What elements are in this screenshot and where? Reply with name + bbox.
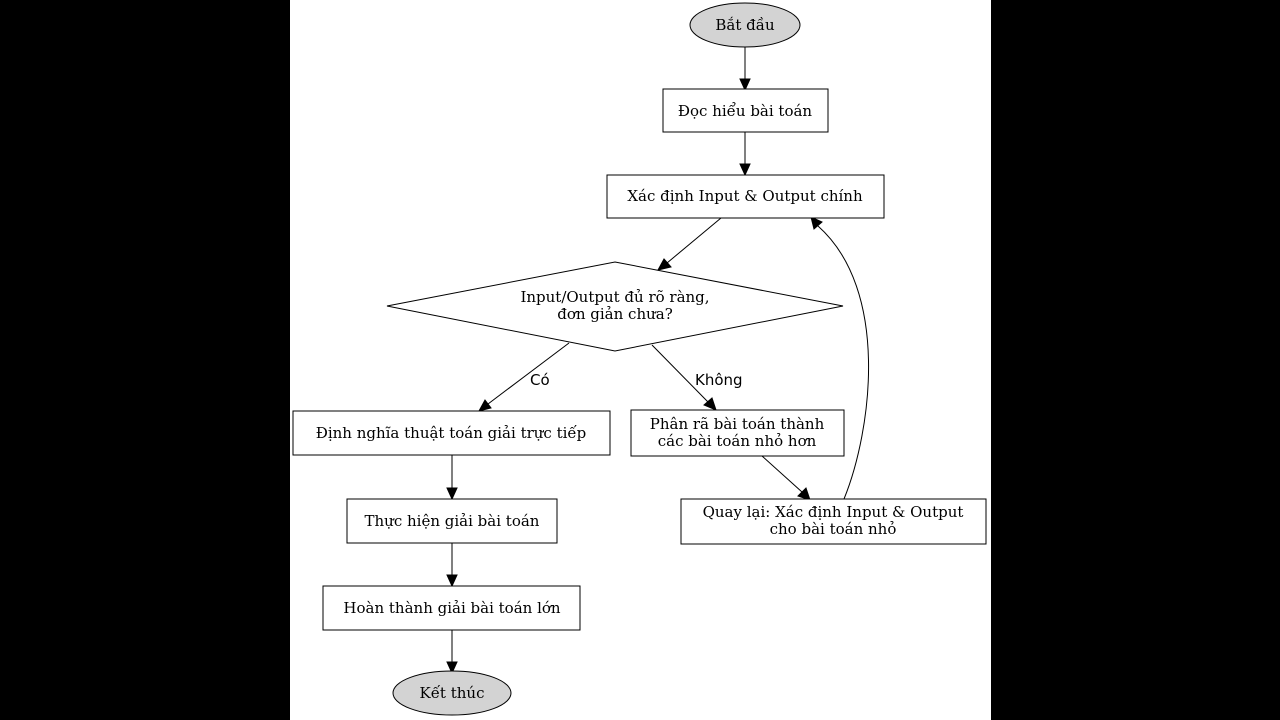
edge-loopback-define	[817, 225, 869, 500]
decision-label-line2: đơn giản chưa?	[557, 305, 673, 323]
solve-label: Thực hiện giải bài toán	[365, 512, 540, 530]
edge-label-no: Không	[695, 371, 743, 389]
read-problem-label: Đọc hiểu bài toán	[678, 102, 813, 120]
decompose-label-line2: các bài toán nhỏ hơn	[658, 432, 817, 450]
edge-label-yes: Có	[530, 371, 550, 389]
direct-algorithm-label: Định nghĩa thuật toán giải trực tiếp	[316, 424, 587, 442]
arrowhead	[810, 216, 823, 230]
decision-node	[386, 261, 844, 352]
edge-decision-direct	[487, 342, 570, 405]
edge-define-decision	[666, 217, 722, 264]
decompose-node	[630, 409, 845, 457]
start-label: Bắt đầu	[715, 16, 775, 34]
start-node	[689, 2, 801, 48]
arrowhead	[446, 574, 458, 588]
define-io-label: Xác định Input & Output chính	[627, 187, 863, 205]
loop-back-node	[680, 498, 987, 545]
read-problem-node	[662, 88, 829, 133]
complete-node	[322, 585, 581, 631]
end-label: Kết thúc	[420, 684, 485, 702]
arrowhead	[797, 487, 811, 501]
arrowhead	[739, 163, 751, 177]
edge-decision-decompose	[651, 344, 709, 403]
arrowhead	[478, 399, 492, 412]
arrowhead	[739, 78, 751, 92]
decompose-label-line1: Phân rã bài toán thành	[650, 415, 825, 433]
loop-back-label-line1: Quay lại: Xác định Input & Output	[703, 503, 964, 521]
arrowhead	[446, 661, 458, 675]
arrowhead	[446, 487, 458, 501]
arrowhead	[657, 258, 672, 271]
loop-back-label-line2: cho bài toán nhỏ	[770, 520, 897, 538]
arrowhead	[703, 397, 717, 411]
end-node	[392, 670, 512, 716]
solve-node	[346, 498, 558, 544]
complete-label: Hoàn thành giải bài toán lớn	[343, 599, 560, 617]
decision-label-line1: Input/Output đủ rõ ràng,	[520, 288, 709, 306]
define-io-node	[606, 174, 885, 219]
direct-algorithm-node	[292, 410, 611, 456]
edge-decompose-loopback	[761, 455, 803, 493]
